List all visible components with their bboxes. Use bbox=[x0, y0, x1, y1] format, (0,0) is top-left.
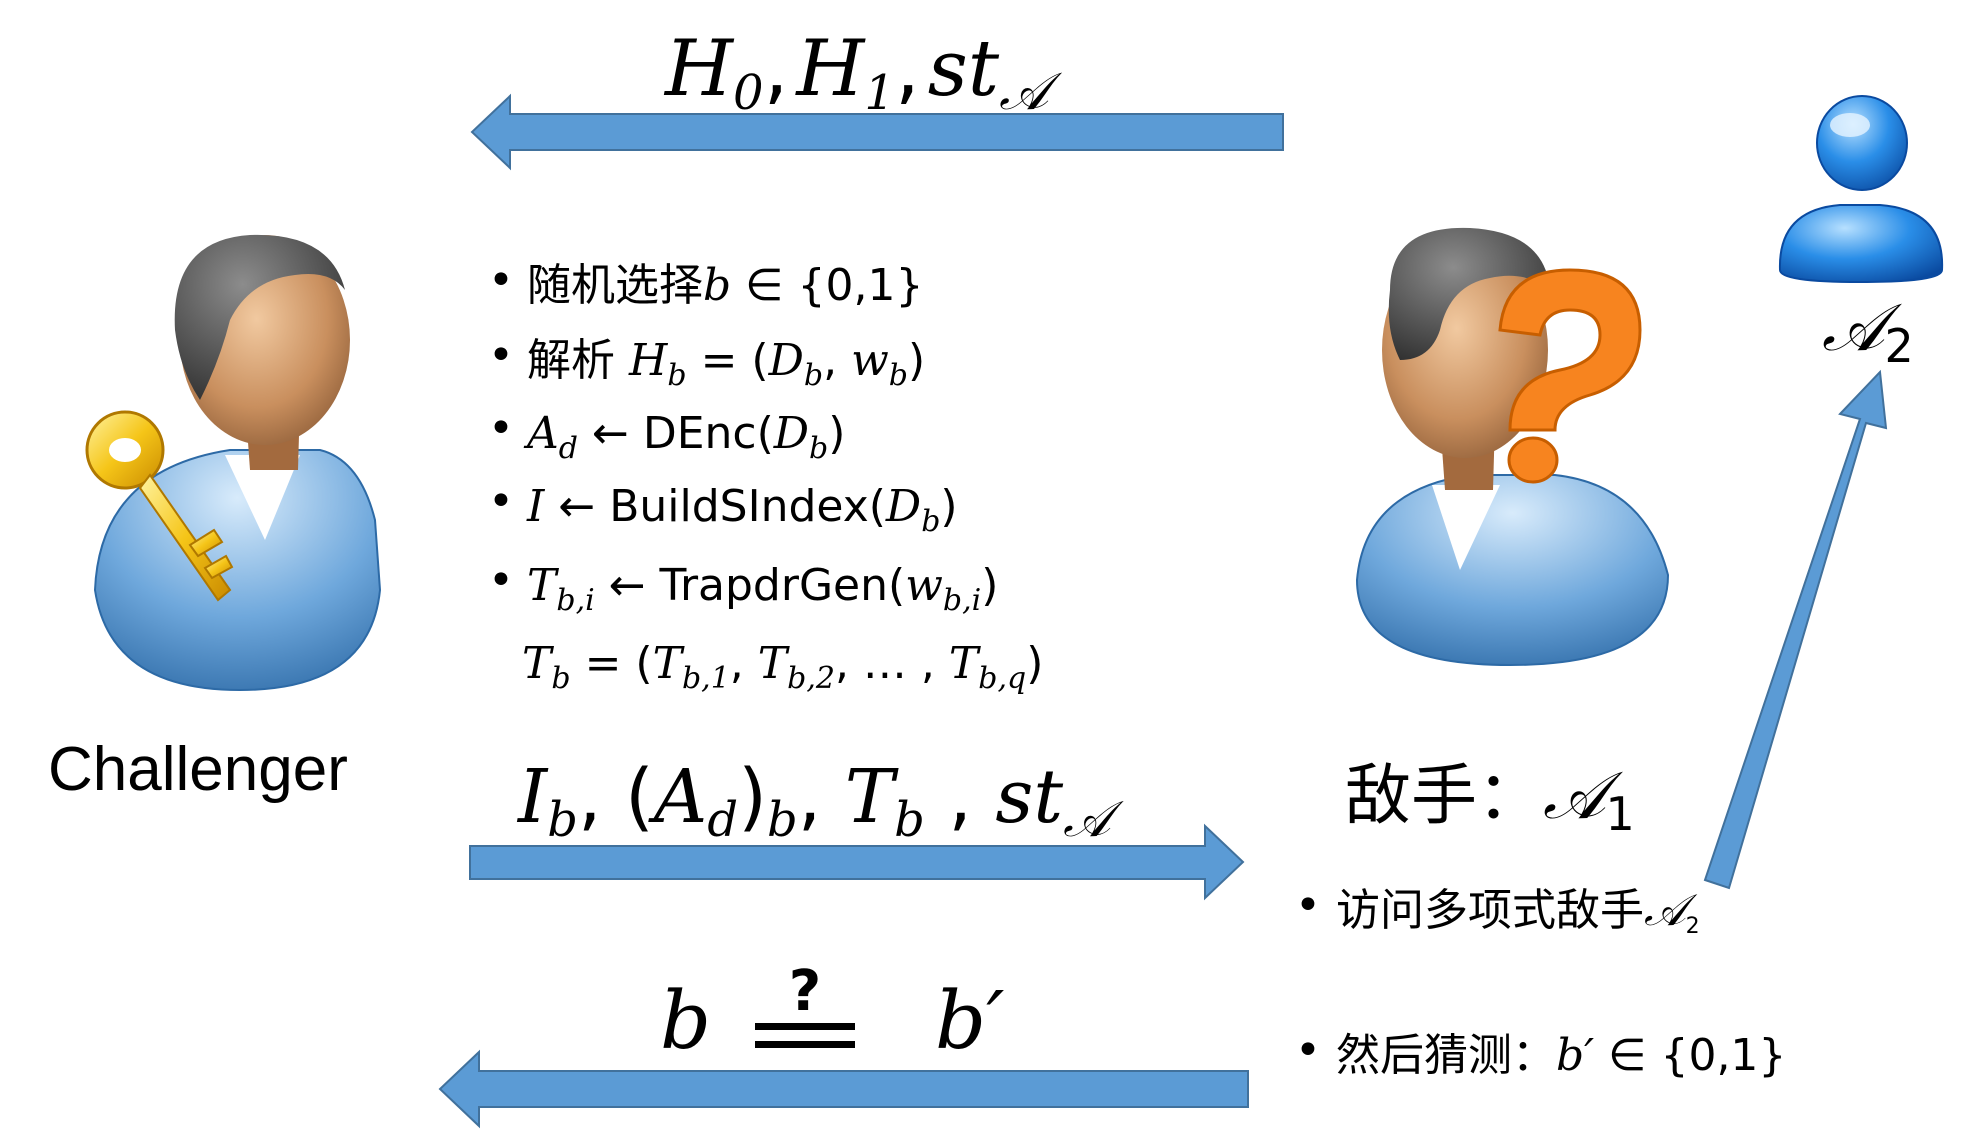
bottom-message: b ? b′ bbox=[660, 959, 1004, 1067]
bullet-5: • bbox=[488, 555, 514, 606]
bullet-a2: • bbox=[1295, 1025, 1321, 1076]
key-icon bbox=[85, 410, 234, 602]
equality-bar-top bbox=[755, 1023, 855, 1030]
equality-question-mark: ? bbox=[789, 959, 821, 1024]
adversary2-label: 𝒜2 bbox=[1822, 289, 1914, 373]
h1-subscript: 1 bbox=[864, 65, 895, 121]
msn-user-icon bbox=[1778, 95, 1944, 284]
step-denc: Ad ← DEnc(Db) bbox=[523, 408, 845, 466]
step-choose-bit: 随机选择b ∈ {0,1} bbox=[527, 260, 923, 311]
step-trapdoor: Tb,i ← TrapdrGen(wb,i) bbox=[527, 560, 998, 618]
bullet-4: • bbox=[488, 476, 514, 527]
step-guess: 然后猜测：b′ ∈ {0,1} bbox=[1336, 1030, 1786, 1081]
middle-message: Ib, (Ad)b, Tb , st𝒜 bbox=[516, 754, 1124, 848]
bit-b-prime: b′ bbox=[935, 974, 1004, 1067]
step-parse: 解析 Hb = (Db, wb) bbox=[527, 335, 925, 393]
bullet-3: • bbox=[488, 403, 514, 454]
bullet-1: • bbox=[488, 255, 514, 306]
h1-symbol: H bbox=[794, 24, 866, 114]
adversary-steps: • 访问多项式敌手𝒜2 • 然后猜测：b′ ∈ {0,1} bbox=[1295, 880, 1786, 1081]
question-mark-icon bbox=[1498, 268, 1642, 432]
middle-right-arrow bbox=[469, 823, 1245, 901]
bullet-a1: • bbox=[1295, 880, 1321, 931]
step-trapdoor-set: Tb = (Tb,1, Tb,2, … , Tb,q) bbox=[522, 638, 1043, 696]
person-with-question-mark-icon bbox=[1355, 227, 1670, 667]
challenger-label: Challenger bbox=[48, 735, 348, 804]
top-left-arrow bbox=[470, 93, 1284, 171]
bit-b: b bbox=[660, 974, 711, 1067]
challenger-steps: • 随机选择b ∈ {0,1} • 解析 Hb = (Db, wb) • Ad … bbox=[488, 255, 1043, 696]
h0-symbol: H bbox=[663, 24, 735, 114]
bullet-2: • bbox=[488, 330, 514, 381]
h0-subscript: 0 bbox=[733, 65, 764, 121]
step-build-index: I ← BuildSIndex(Db) bbox=[526, 481, 958, 539]
bottom-left-arrow bbox=[438, 1049, 1249, 1129]
equality-bar-bottom bbox=[755, 1041, 855, 1048]
diagonal-up-arrow bbox=[1703, 369, 1888, 890]
person-with-key-icon bbox=[85, 234, 382, 692]
top-message: H0,H1,st𝒜 bbox=[663, 24, 1063, 122]
state-symbol: st bbox=[928, 24, 1000, 114]
adversary1-label: 敌手：𝒜1 bbox=[1345, 757, 1635, 841]
step-access-adversary: 访问多项式敌手𝒜2 bbox=[1336, 885, 1700, 939]
